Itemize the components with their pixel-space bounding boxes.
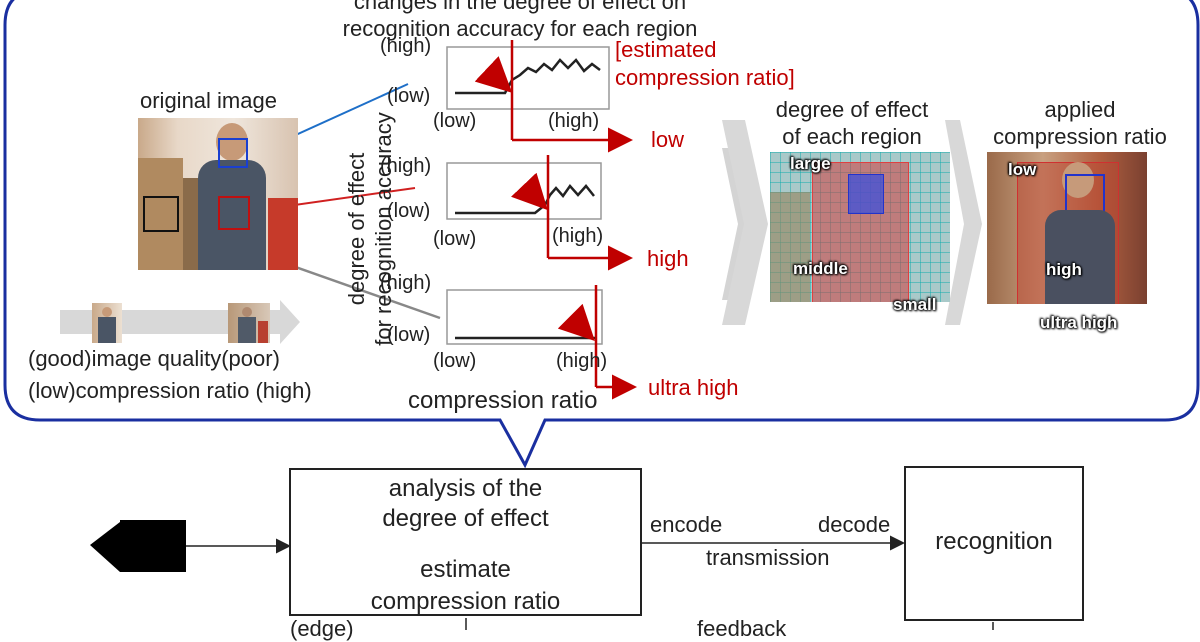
encode-label: encode: [650, 512, 723, 537]
applied-title: applied compression ratio: [975, 96, 1185, 150]
applied-title-line1: applied: [1044, 97, 1116, 122]
analysis-box: analysis of the degree of effect estimat…: [289, 468, 642, 616]
original-image-label: original image: [140, 88, 277, 113]
camera-icon: [90, 520, 186, 572]
ratio-line-low: (low): [28, 378, 76, 403]
analysis-line2: degree of effect: [382, 505, 549, 532]
c1-y-high: (high): [380, 35, 432, 57]
c1-x-low: (low): [433, 110, 477, 132]
degree-small: small: [893, 295, 937, 314]
y-axis-label-line1: degree of effect: [344, 152, 369, 306]
c2-x-low: (low): [433, 228, 477, 250]
applied-ultra-high: ultra high: [1040, 313, 1118, 332]
degree-image: [770, 152, 950, 302]
c2-x-high: (high): [552, 225, 604, 247]
analysis-line1: analysis of the: [388, 475, 543, 502]
chart-title: changes in the degree of effect on recog…: [300, 0, 740, 42]
chart-title-line2: recognition accuracy for each region: [342, 16, 698, 41]
x-axis-label: compression ratio: [408, 387, 598, 414]
c1-y-low: (low): [387, 85, 431, 107]
recognition-box: recognition: [904, 466, 1084, 621]
c1-x-high: (high): [548, 110, 600, 132]
chevron-2: [945, 120, 982, 325]
applied-image: [987, 152, 1147, 304]
decode-label: decode: [818, 512, 891, 537]
c2-y-high: (high): [380, 155, 432, 177]
original-image: [138, 118, 298, 270]
degree-large: large: [790, 154, 831, 173]
result-ultra-high: ultra high: [648, 375, 739, 400]
c2-y-low: (low): [387, 200, 431, 222]
edge-label: (edge): [290, 616, 354, 641]
estimate-text: estimate compression ratio: [291, 554, 640, 618]
estimated-label-line2: compression ratio]: [615, 65, 795, 90]
degree-title-line2: of each region: [782, 124, 922, 149]
ratio-line: (low)compression ratio (high): [28, 378, 312, 404]
c3-y-low: (low): [387, 324, 431, 346]
c3-x-low: (low): [433, 350, 477, 372]
chevron-1: [722, 148, 762, 300]
chart-title-line1: changes in the degree of effect on: [353, 0, 687, 14]
result-high: high: [647, 246, 689, 271]
applied-low: low: [1008, 160, 1037, 179]
mini-chart-3: [446, 285, 637, 400]
estimate-line1: estimate: [420, 556, 511, 583]
degree-title: degree of effect of each region: [752, 96, 952, 150]
recognition-label: recognition: [935, 528, 1053, 555]
mini-chart-2: [446, 155, 633, 271]
quality-line: (good)image quality(poor): [28, 346, 280, 371]
estimated-label-line1: [estimated: [615, 37, 717, 62]
estimated-label: [estimated compression ratio]: [615, 36, 795, 92]
degree-title-line1: degree of effect: [775, 97, 929, 122]
applied-title-line2: compression ratio: [993, 124, 1167, 149]
degree-middle: middle: [793, 259, 848, 278]
result-low: low: [651, 127, 685, 152]
callout-bubble: [3, 0, 1200, 469]
chevron-1b: [722, 120, 768, 325]
analysis-text: analysis of the degree of effect: [291, 474, 640, 534]
transmission-label: transmission: [706, 545, 830, 570]
c3-y-high: (high): [380, 272, 432, 294]
applied-high: high: [1046, 260, 1082, 279]
thumbnail-poor: [228, 303, 270, 343]
estimate-line2: compression ratio: [370, 588, 561, 615]
thumbnail-good: [92, 303, 122, 343]
c3-x-high: (high): [556, 350, 608, 372]
mini-chart-1: [446, 40, 633, 153]
feedback-label: feedback: [697, 616, 787, 641]
ratio-line-mid: compression ratio: [75, 378, 250, 403]
ratio-line-high: (high): [255, 378, 312, 403]
